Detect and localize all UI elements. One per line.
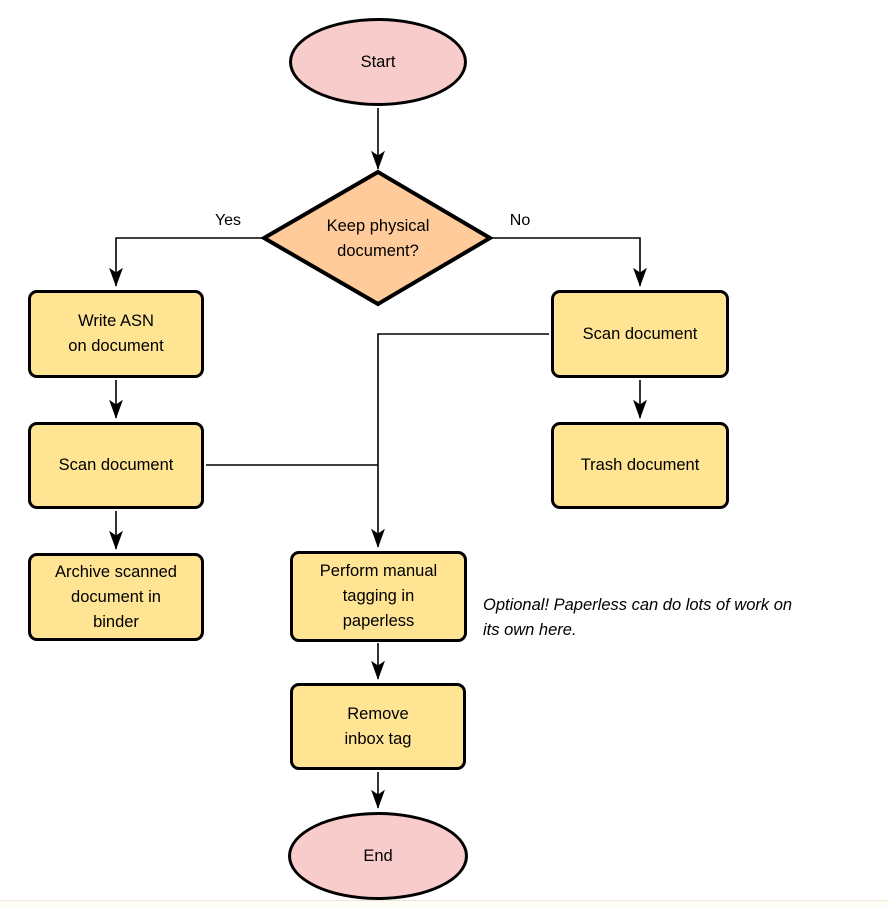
edge-scan-right-to-tagging [371,333,549,548]
node-remove-inbox-tag: Remove inbox tag [290,683,466,770]
node-scan-document-left: Scan document [28,422,204,509]
node-manual-tagging: Perform manual tagging in paperless [290,551,467,642]
node-start-label: Start [360,52,396,71]
edge-label-yes: Yes [214,212,242,229]
node-write-asn: Write ASN on document [28,290,204,378]
node-scan-document-right: Scan document [551,290,729,378]
node-decision-label: Keep physical document? [326,217,430,260]
node-trash-document: Trash document [551,422,729,509]
node-scan-document-left-label: Scan document [58,456,174,474]
node-archive-binder: Archive scanned document in binder [28,553,204,641]
node-remove-inbox-tag-label: Remove inbox tag [344,704,412,748]
decision-diamond-shape [260,169,494,307]
node-start: Start [289,18,467,106]
annotation-note: Optional! Paperless can do lots of work … [483,596,793,639]
node-trash-document-label: Trash document [580,456,700,474]
edge-decision-no-to-scan-right [490,237,647,287]
node-manual-tagging-label: Perform manual tagging in paperless [319,562,438,630]
node-end-label: End [363,846,393,865]
node-end: End [288,812,468,900]
page-bottom-edge [0,900,888,907]
edge-decision-yes-to-write-asn [109,237,264,287]
node-write-asn-label: Write ASN on document [68,312,164,355]
edge-label-no: No [509,212,531,229]
node-archive-binder-label: Archive scanned document in binder [55,562,177,631]
node-scan-document-right-label: Scan document [582,324,698,343]
